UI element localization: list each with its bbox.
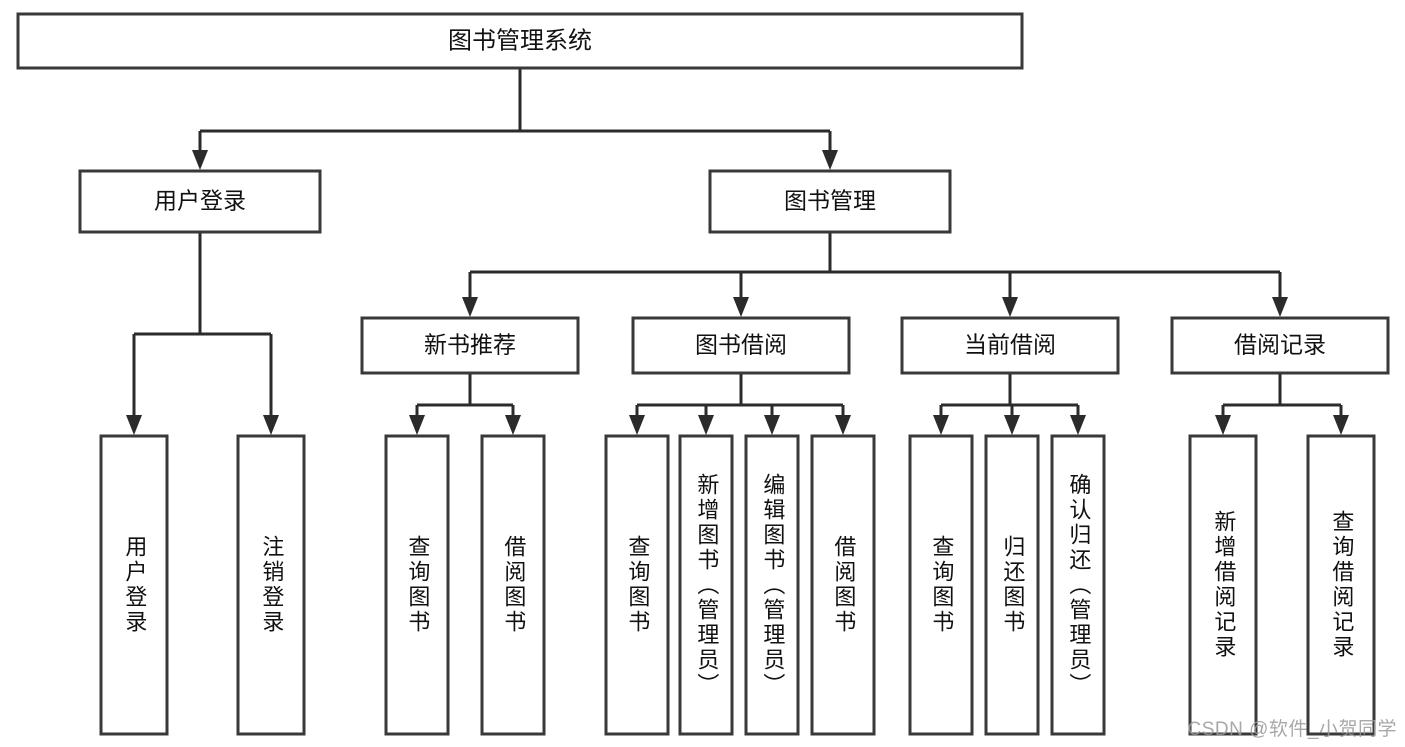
node-level2-0-label: 用户登录 (154, 188, 246, 214)
watermark-text: CSDN @软件_小贺同学 (1187, 719, 1397, 740)
arrow-head-icon (1272, 297, 1288, 317)
arrow-head-icon (505, 415, 521, 435)
node-level3-0[interactable]: 新书推荐 (360, 316, 580, 375)
node-level2-1-label: 图书管理 (784, 188, 876, 214)
node-level3-2-label: 当前借阅 (964, 332, 1056, 358)
arrow-head-icon (933, 415, 949, 435)
arrow-head-icon (1002, 297, 1018, 317)
arrow-head-icon (629, 415, 645, 435)
node-level3-2-rect[interactable] (900, 316, 1120, 375)
node-level3-2[interactable]: 当前借阅 (900, 316, 1120, 375)
node-root-label: 图书管理系统 (448, 27, 592, 54)
node-level3-3-label: 借阅记录 (1234, 332, 1326, 358)
node-leaf-8-rect[interactable] (908, 434, 974, 736)
arrow-head-icon (409, 415, 425, 435)
arrow-head-icon (192, 150, 208, 170)
node-leaf-3-rect[interactable] (480, 434, 546, 736)
node-level3-3-rect[interactable] (1170, 316, 1390, 375)
node-level3-1[interactable]: 图书借阅 (631, 316, 851, 375)
arrow-head-icon (1070, 415, 1086, 435)
arrow-head-icon (263, 415, 279, 435)
node-leaf-6-rect[interactable] (744, 434, 800, 736)
node-level2-1[interactable]: 图书管理 (708, 169, 952, 234)
node-leaf-4-rect[interactable] (604, 434, 670, 736)
arrow-head-icon (764, 415, 780, 435)
arrow-head-icon (126, 415, 142, 435)
arrow-head-icon (822, 150, 838, 170)
node-leaf-7-rect[interactable] (810, 434, 876, 736)
node-leaf-2-rect[interactable] (384, 434, 450, 736)
arrow-head-icon (462, 297, 478, 317)
node-level3-1-label: 图书借阅 (695, 332, 787, 358)
arrow-head-icon (1215, 415, 1231, 435)
node-level2-0-rect[interactable] (78, 169, 322, 234)
node-leaf-12-rect[interactable] (1306, 434, 1376, 736)
node-leaf-1-rect[interactable] (236, 434, 306, 736)
edges-layer (126, 68, 1349, 435)
node-leaf-10-rect[interactable] (1050, 434, 1106, 736)
node-leaf-0-rect[interactable] (99, 434, 169, 736)
node-root[interactable]: 图书管理系统 (16, 12, 1024, 70)
node-level3-3[interactable]: 借阅记录 (1170, 316, 1390, 375)
arrow-head-icon (733, 297, 749, 317)
arrow-head-icon (1004, 415, 1020, 435)
node-root-rect[interactable] (16, 12, 1024, 70)
node-level3-1-rect[interactable] (631, 316, 851, 375)
node-leaf-5-rect[interactable] (678, 434, 734, 736)
node-level3-0-rect[interactable] (360, 316, 580, 375)
arrow-head-icon (835, 415, 851, 435)
node-level2-0[interactable]: 用户登录 (78, 169, 322, 234)
node-leaf-11-rect[interactable] (1188, 434, 1258, 736)
arrow-head-icon (698, 415, 714, 435)
node-level3-0-label: 新书推荐 (424, 332, 516, 358)
node-level2-1-rect[interactable] (708, 169, 952, 234)
arrow-head-icon (1333, 415, 1349, 435)
node-leaf-9-rect[interactable] (984, 434, 1040, 736)
